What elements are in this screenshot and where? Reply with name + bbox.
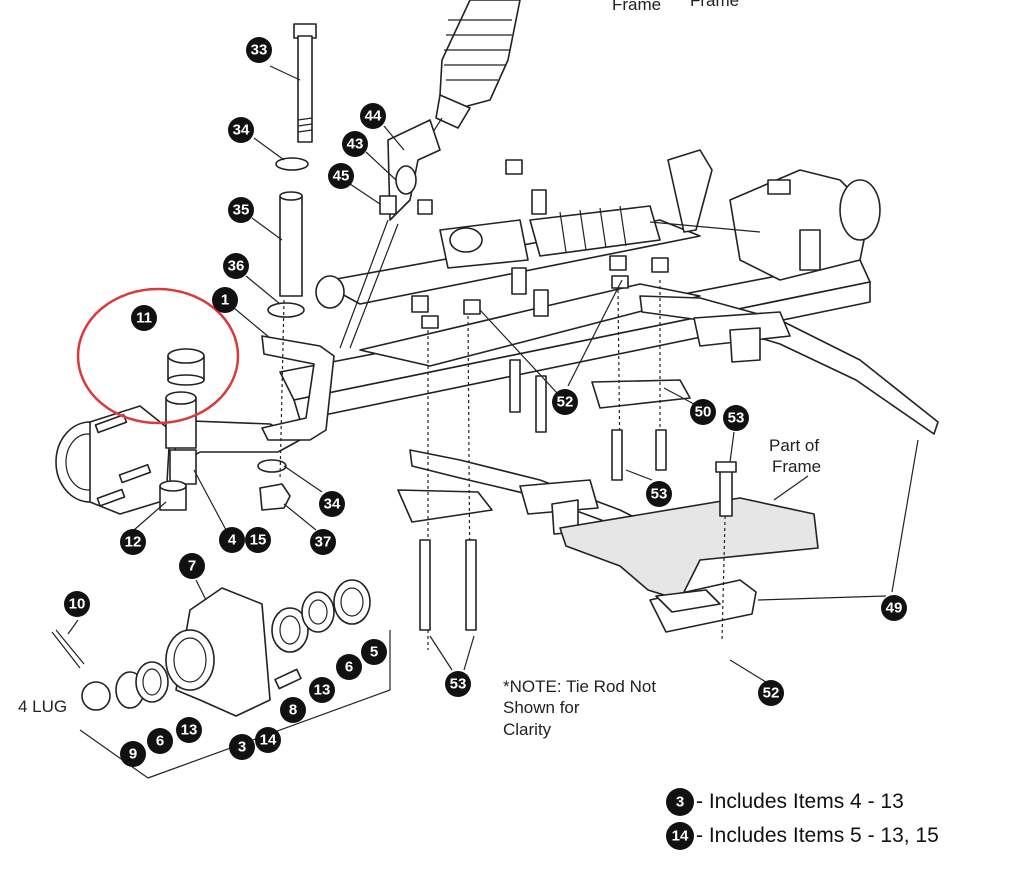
callout-33: 33 [246,37,272,63]
svg-text:11: 11 [136,310,152,327]
svg-text:50: 50 [695,404,712,421]
callout-15: 15 [245,527,271,553]
callout-13-right: 13 [309,677,335,703]
svg-text:14: 14 [672,828,689,845]
svg-text:45: 45 [333,168,350,185]
callout-11: 11 [131,305,157,331]
callout-44: 44 [360,103,386,129]
kingpin-stack [257,23,335,511]
callout-12: 12 [120,529,146,555]
svg-text:35: 35 [233,202,250,219]
highlight-bushing-11 [76,287,240,425]
frame-rails [279,149,881,421]
leader-lines [67,65,919,683]
callout-35: 35 [228,197,254,223]
frame-section [397,379,819,633]
highlight-ring [76,287,240,425]
callout-50: 50 [690,399,716,425]
svg-text:13: 13 [314,682,331,699]
callout-7: 7 [179,553,205,579]
svg-text:14: 14 [260,732,277,749]
legend: 3 - Includes Items 4 - 13 14 - Includes … [666,788,939,850]
svg-text:6: 6 [345,659,353,676]
svg-text:3: 3 [238,739,246,756]
callout-37: 37 [310,529,336,555]
callout-3: 3 [229,734,255,760]
callout-52-bottom: 52 [758,680,784,706]
svg-text:49: 49 [886,600,903,617]
callout-53-mid: 53 [646,481,672,507]
svg-text:5: 5 [370,644,378,661]
note-line2: Shown for [503,698,580,717]
legend-item-14: 14 - Includes Items 5 - 13, 15 [666,822,939,850]
callout-9: 9 [120,741,146,767]
callout-14: 14 [255,727,281,753]
svg-text:10: 10 [69,596,86,613]
callout-4: 4 [219,527,245,553]
note-line3: Clarity [503,720,552,739]
callout-13-left: 13 [176,717,202,743]
svg-text:12: 12 [125,534,142,551]
callout-34-bottom: 34 [319,491,345,517]
svg-text:15: 15 [250,532,267,549]
callout-36: 36 [223,253,249,279]
svg-text:34: 34 [324,496,341,513]
part-of-frame-line1: Part of [769,436,819,455]
steering-bracket [339,119,441,349]
callout-45: 45 [328,163,354,189]
svg-text:1: 1 [221,292,229,309]
callout-5: 5 [361,639,387,665]
svg-text:9: 9 [129,746,137,763]
svg-text:36: 36 [228,258,245,275]
svg-text:43: 43 [347,136,364,153]
svg-text:37: 37 [315,534,332,551]
callout-43: 43 [342,131,368,157]
legend-item-3: 3 - Includes Items 4 - 13 [666,788,904,816]
callout-53-bottom: 53 [445,671,471,697]
callout-10: 10 [64,591,90,617]
svg-text:33: 33 [251,42,268,59]
callout-53-right: 53 [723,405,749,431]
part-of-frame-line2: Frame [772,457,821,476]
callout-52-top: 52 [552,389,578,415]
svg-text:8: 8 [289,702,297,719]
svg-text:52: 52 [557,394,574,411]
svg-text:7: 7 [188,558,196,575]
svg-text:44: 44 [365,108,382,125]
leaf-spring-right [639,295,939,435]
callouts: 33 34 44 43 45 35 36 1 11 52 50 53 4 15 … [64,37,907,767]
callout-8: 8 [280,697,306,723]
svg-text:13: 13 [181,722,198,739]
svg-text:- Includes Items 4 - 13: - Includes Items 4 - 13 [696,790,904,813]
u-bolts [419,429,737,631]
svg-text:53: 53 [450,676,467,693]
four-lug-label: 4 LUG [18,697,67,716]
note-line1: *NOTE: Tie Rod Not [503,677,656,696]
svg-text:- Includes Items 5 - 13, 15: - Includes Items 5 - 13, 15 [696,824,939,847]
callout-1: 1 [212,287,238,313]
hub-exploded [51,579,391,779]
svg-text:53: 53 [651,486,668,503]
callout-6-right: 6 [336,654,362,680]
svg-text:53: 53 [728,410,745,427]
steering-boot [427,0,521,141]
callout-34-top: 34 [228,117,254,143]
svg-text:6: 6 [156,733,164,750]
svg-text:4: 4 [228,532,237,549]
callout-49: 49 [881,595,907,621]
top-label-frame-2: Frame [690,0,739,10]
svg-text:52: 52 [763,685,780,702]
callout-6-left: 6 [147,728,173,754]
top-label-frame-1: Frame [612,0,661,14]
svg-text:34: 34 [233,122,250,139]
svg-text:3: 3 [676,794,684,811]
